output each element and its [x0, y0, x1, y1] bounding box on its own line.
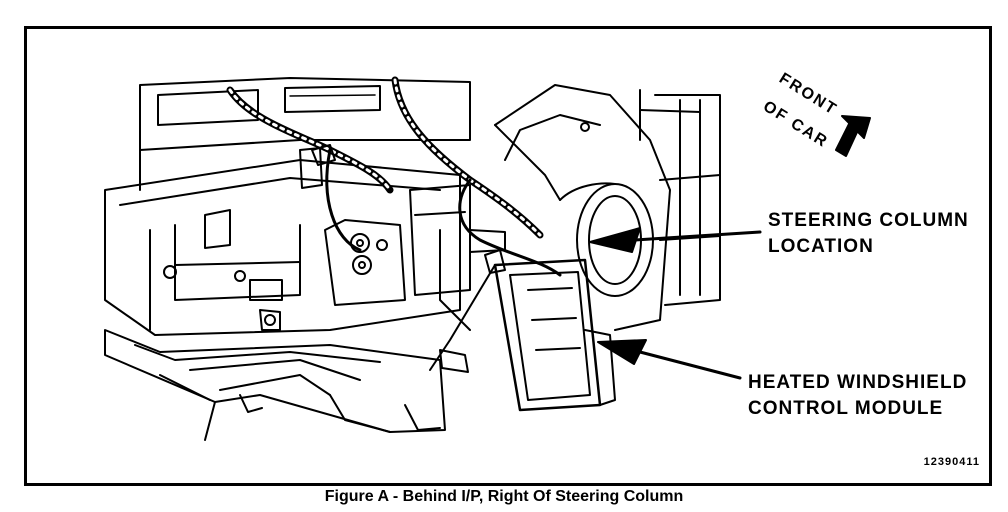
steering-column-label-line1: STEERING COLUMN: [768, 210, 969, 231]
front-of-car-arrow: [835, 115, 871, 157]
wiring-harness: [226, 76, 562, 277]
lower-tray: [104, 329, 446, 441]
steering-column-label: STEERING COLUMN LOCATION: [768, 208, 969, 259]
control-module-label-line2: CONTROL MODULE: [748, 397, 944, 419]
steering-column-opening: [494, 84, 671, 331]
right-side-structure: [639, 94, 721, 306]
control-module-label: HEATED WINDSHIELD CONTROL MODULE: [748, 370, 967, 421]
heated-windshield-module: [429, 249, 616, 412]
instrument-panel-carrier: [104, 159, 461, 336]
part-number: 12390411: [923, 456, 980, 468]
dash-upper-panels: [139, 77, 471, 191]
figure-frame: [24, 26, 992, 486]
figure-caption: Figure A - Behind I/P, Right Of Steering…: [324, 488, 684, 505]
control-module-label-line1: HEATED WINDSHIELD: [748, 372, 968, 393]
steering-column-label-line2: LOCATION: [768, 235, 874, 257]
leader-arrows: [589, 227, 762, 380]
